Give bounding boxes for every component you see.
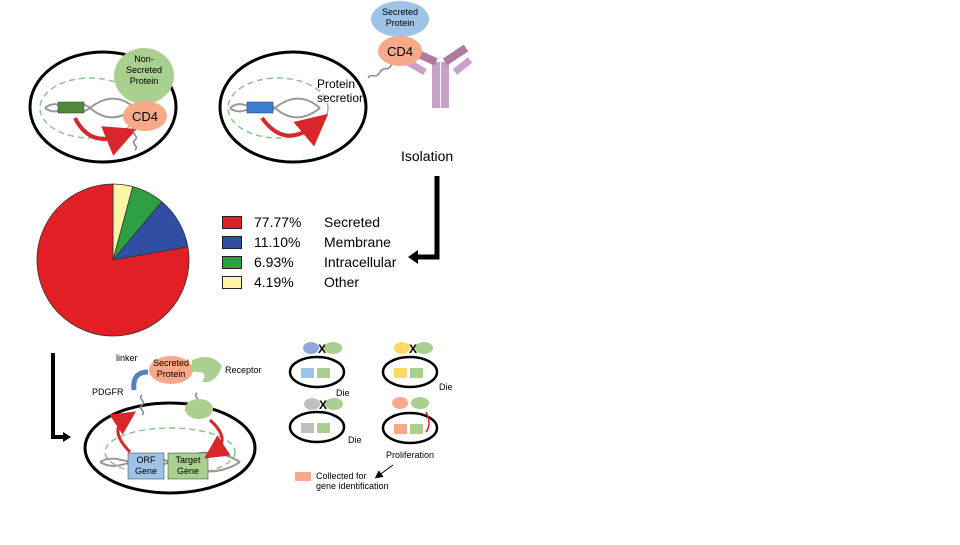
legend-label: Intracellular bbox=[324, 254, 397, 270]
isolation-label: Isolation bbox=[401, 148, 453, 164]
legend-label: Other bbox=[324, 274, 360, 290]
cd4-label-top: CD4 bbox=[387, 44, 413, 59]
legend-item: 77.77% Secreted bbox=[222, 212, 396, 232]
legend-item: 11.10% Membrane bbox=[222, 232, 396, 252]
legend-swatch-intracellular bbox=[222, 255, 242, 269]
collected-swatch bbox=[295, 472, 311, 481]
small-cell-proliferation: Proliferation bbox=[381, 397, 439, 460]
die-label-3: Die bbox=[348, 435, 362, 445]
x-mark-3: X bbox=[319, 398, 327, 412]
small-cell-yellow: X Die bbox=[381, 342, 453, 392]
pdgfr-label: PDGFR bbox=[92, 387, 124, 397]
pie-slice-secreted bbox=[36, 183, 190, 337]
receptor-label: Receptor bbox=[225, 365, 262, 375]
cd4-label: CD4 bbox=[132, 109, 158, 124]
legend-item: 6.93% Intracellular bbox=[222, 252, 396, 272]
die-label-1: Die bbox=[336, 388, 350, 398]
legend-swatch-other bbox=[222, 275, 242, 289]
legend-swatch-secreted bbox=[222, 215, 242, 229]
legend-item: 4.19% Other bbox=[222, 272, 396, 292]
arrow-to-bottom-cell bbox=[63, 432, 71, 442]
legend-pct: 6.93% bbox=[254, 254, 294, 270]
arrow-to-pie bbox=[408, 250, 418, 264]
pie-legend: 77.77% Secreted 11.10% Membrane 6.93% In… bbox=[222, 212, 396, 292]
linker-label: linker bbox=[116, 353, 138, 363]
legend-label: Secreted bbox=[324, 214, 381, 230]
legend-label: Membrane bbox=[324, 234, 391, 250]
legend-pct: 11.10% bbox=[254, 234, 301, 250]
legend-pct: 77.77% bbox=[254, 214, 302, 230]
proliferation-label: Proliferation bbox=[386, 450, 434, 460]
legend-pct: 4.19% bbox=[254, 274, 294, 290]
small-cell-gray: X Die bbox=[288, 398, 362, 445]
legend-swatch-membrane bbox=[222, 235, 242, 249]
x-mark-1: X bbox=[318, 342, 326, 356]
pie-chart bbox=[36, 183, 190, 337]
die-label-2: Die bbox=[439, 382, 453, 392]
small-cell-blue: X Die bbox=[288, 342, 350, 398]
x-mark-2: X bbox=[409, 342, 417, 356]
